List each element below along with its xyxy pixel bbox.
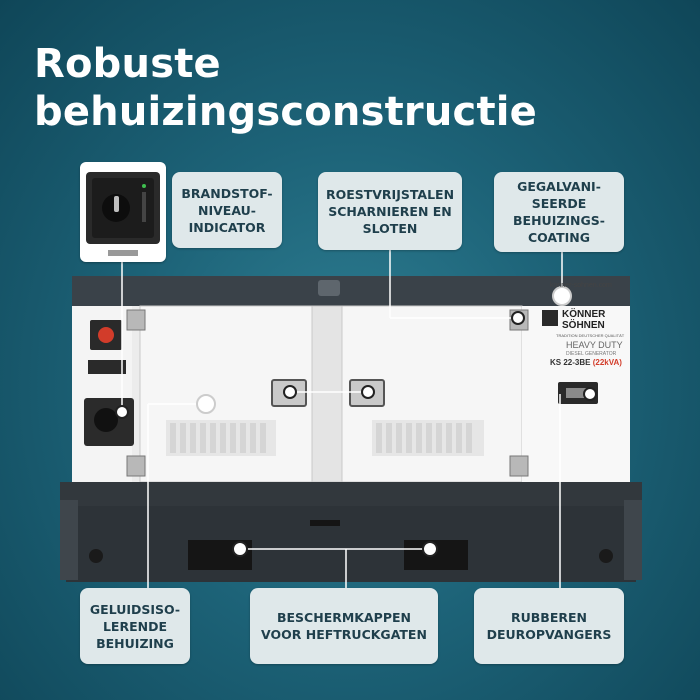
page-title: Robuste behuizingsconstructie [34, 40, 537, 136]
brand-series: HEAVY DUTY [566, 340, 623, 350]
title-line-1: Robuste [34, 41, 221, 87]
callout-galvanized-coating-text: GEGALVANI- SEERDE BEHUIZINGS- COATING [513, 179, 605, 245]
top-frame [72, 276, 630, 306]
brand-rating: (22kVA) [592, 358, 622, 367]
brand-subseries: DIESEL GENERATOR [566, 351, 617, 357]
skid-left-end [60, 500, 78, 580]
callout-sound-housing-text: GELUIDSISO- LERENDE BEHUIZING [89, 601, 181, 651]
fuel-indicator-thumbnail [80, 162, 166, 262]
title-line-2: behuizingsconstructie [34, 89, 538, 135]
brand-website: konner-sohnen.com [550, 282, 612, 289]
hinge-top-left [126, 309, 146, 331]
lifting-eye [318, 280, 340, 296]
base-top [60, 482, 642, 506]
fuel-gauge-closeup [86, 172, 160, 256]
base-skid [66, 506, 636, 582]
brand-name-top: KÖNNER [562, 309, 606, 320]
fuel-gauge-dial [94, 408, 118, 432]
callout-galvanized-coating: GEGALVANI- SEERDE BEHUIZINGS- COATING [494, 172, 624, 252]
brand-tagline: TRADITION DEUTSCHER QUALITÄT [556, 333, 625, 338]
callout-rubber-dampers: RUBBEREN DEUROPVANGERS [474, 588, 624, 664]
callout-forklift-caps-text: BESCHERMKAPPEN VOOR HEFTRUCKGATEN [261, 610, 427, 642]
brand-logo-box [542, 310, 558, 326]
indicator-plate [88, 360, 126, 374]
hinge-bottom-right [509, 455, 529, 477]
callout-hinges-locks-text: ROESTVRIJSTALEN SCHARNIEREN EN SLOTEN [325, 186, 455, 236]
center-pillar [311, 305, 343, 483]
brand-name-bottom: SÖHNEN [562, 320, 605, 331]
brand-model-text: KS 22-3BE [550, 358, 591, 367]
callout-fuel-indicator: BRANDSTOF- NIVEAU- INDICATOR [172, 172, 282, 248]
emergency-stop-button [98, 327, 114, 343]
brand-model: KS 22-3BE (22kVA) [550, 358, 622, 367]
callout-rubber-dampers-text: RUBBEREN DEUROPVANGERS [486, 610, 612, 642]
callout-fuel-indicator-text: BRANDSTOF- NIVEAU- INDICATOR [181, 185, 273, 235]
marker-dots [115, 286, 597, 557]
left-vent [166, 420, 276, 456]
right-vent [372, 420, 484, 456]
callout-forklift-caps: BESCHERMKAPPEN VOOR HEFTRUCKGATEN [250, 588, 438, 664]
skid-right-end [624, 500, 642, 580]
hinge-bottom-left [126, 455, 146, 477]
callout-hinges-locks: ROESTVRIJSTALEN SCHARNIEREN EN SLOTEN [318, 172, 462, 250]
callout-sound-housing: GELUIDSISO- LERENDE BEHUIZING [80, 588, 190, 664]
